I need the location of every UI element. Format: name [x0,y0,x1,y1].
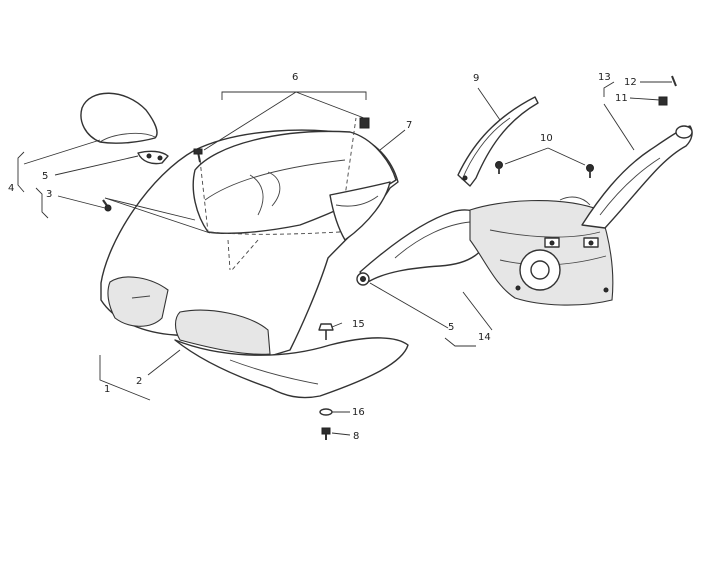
screw-12 [671,75,677,87]
leader-lines [17,81,672,436]
callout-11: 11 [615,93,628,104]
screw-6-left [193,148,203,163]
left-mirror [80,92,169,165]
inner-fairing-panel [469,196,614,306]
front-fairing [100,117,399,357]
lower-spoiler [174,337,409,399]
callout-2: 2 [136,376,142,387]
callout-16: 16 [352,407,365,418]
callout-8: 8 [353,431,359,442]
washer-16 [319,408,333,416]
callout-5-right: 5 [448,322,454,333]
right-mirror [356,209,489,286]
callout-14: 14 [478,332,491,343]
callout-4: 4 [8,183,14,194]
callout-13: 13 [598,72,611,83]
screw-11 [658,96,668,106]
screw-6-right [359,117,370,129]
screws-10 [495,161,594,178]
callout-5-left: 5 [42,171,48,182]
callout-12: 12 [624,77,637,88]
callout-6: 6 [292,72,298,83]
right-side-bracket [581,125,693,229]
callout-15: 15 [352,319,365,330]
callout-10: 10 [540,133,553,144]
callout-1: 1 [104,384,110,395]
screw-8 [321,427,331,440]
left-air-intake [107,276,169,327]
callout-labels: 1 2 3 4 5 5 6 7 8 9 10 11 12 13 14 15 16 [8,72,637,442]
callout-3: 3 [46,189,52,200]
callout-7: 7 [406,120,412,131]
right-air-intake [174,309,271,355]
bolt-15 [318,323,334,340]
screw-3 [102,199,112,212]
callout-9: 9 [473,73,479,84]
left-side-bracket [457,96,539,187]
